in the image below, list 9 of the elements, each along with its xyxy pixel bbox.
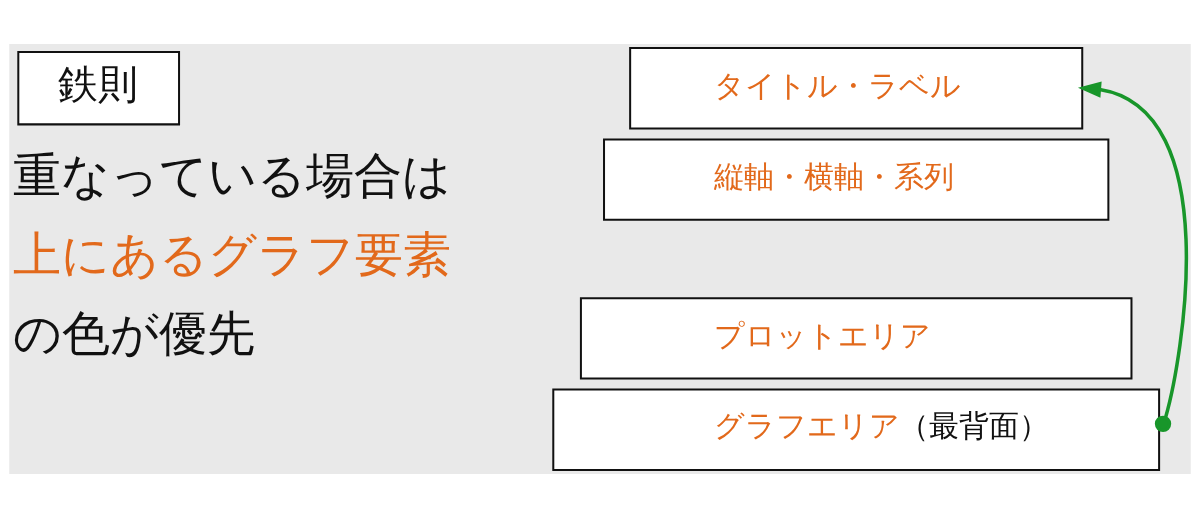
arrow [1077, 80, 1188, 432]
node-box: 鉄則 [17, 50, 181, 125]
label: の色が優先 [13, 304, 256, 361]
node-box: タイトル・ラベル [629, 46, 1084, 129]
label: 重なっている場合は [13, 146, 452, 203]
label: 上にあるグラフ要素 [13, 225, 452, 282]
node-box: プロットエリア [579, 296, 1133, 380]
node-box: 縦軸・横軸・系列 [603, 137, 1110, 221]
node-box: グラフエリア（最背面） [552, 388, 1161, 471]
